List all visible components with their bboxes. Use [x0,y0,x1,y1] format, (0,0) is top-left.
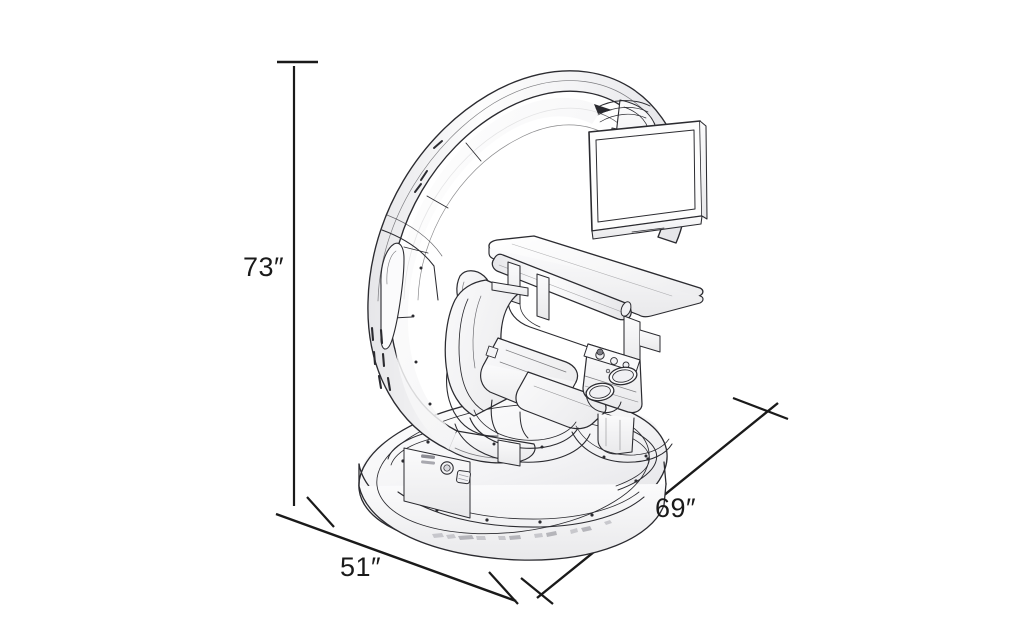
vent-slot [421,454,436,460]
desk-support-arm [507,261,661,367]
console-button[interactable] [610,357,618,365]
height-dimension-line [277,60,318,506]
monitor-display[interactable] [588,120,708,240]
frame-vent-opening [380,242,405,350]
height-dimension-label: 73″ [243,252,285,282]
product-illustration [358,70,708,561]
console-indicator [605,368,611,374]
desk-surface[interactable] [488,235,704,318]
depth-dimension-label: 51″ [340,552,382,582]
right-armrest-console[interactable] [515,343,673,463]
frame-vent-dashes-upper [414,140,443,193]
width-dimension-label: 69″ [655,493,697,523]
frame-vent-dashes [370,326,392,392]
led-strip [432,520,612,540]
seat-tilt-mechanism [454,409,591,467]
depth-dimension-line [275,496,519,605]
vent-slot [421,460,436,465]
panel-button[interactable] [456,470,471,485]
cup-holders[interactable] [585,365,639,413]
seat-badge [485,345,499,359]
control-panel[interactable] [403,447,471,519]
console-joystick[interactable] [596,348,604,356]
